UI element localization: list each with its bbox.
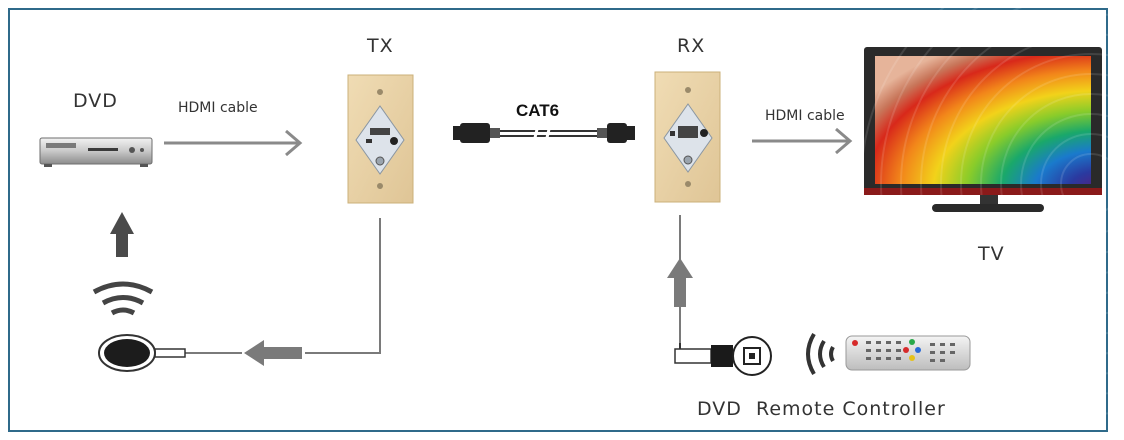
rx-wall-plate [654,71,721,203]
ir-signal-icon [92,281,154,316]
up-arrow-dvd [110,212,134,257]
ir-receiver-line [667,215,693,343]
rx-label: RX [677,35,706,57]
ir-emitter-line [183,218,381,366]
tx-wall-plate [347,74,414,204]
cat6-cable [453,123,635,143]
tx-label: TX [367,35,394,57]
tv [860,0,1124,415]
remote-signal-icon [806,332,835,376]
hdmi-arrow-left [164,129,303,157]
remote-controller [845,335,971,371]
dvd-remote-controller-label: DVD Remote Controller [697,398,946,420]
cat6-label: CAT6 [516,101,560,120]
tv-label: TV [978,243,1005,265]
ir-emitter [98,334,186,372]
dvd-label: DVD [73,90,118,112]
hdmi-arrow-right [752,127,853,155]
hdmi-cable-left-label: HDMI cable [178,100,258,116]
ir-receiver [674,336,772,376]
hdmi-cable-right-label: HDMI cable [765,108,845,124]
dvd-player [39,137,153,167]
